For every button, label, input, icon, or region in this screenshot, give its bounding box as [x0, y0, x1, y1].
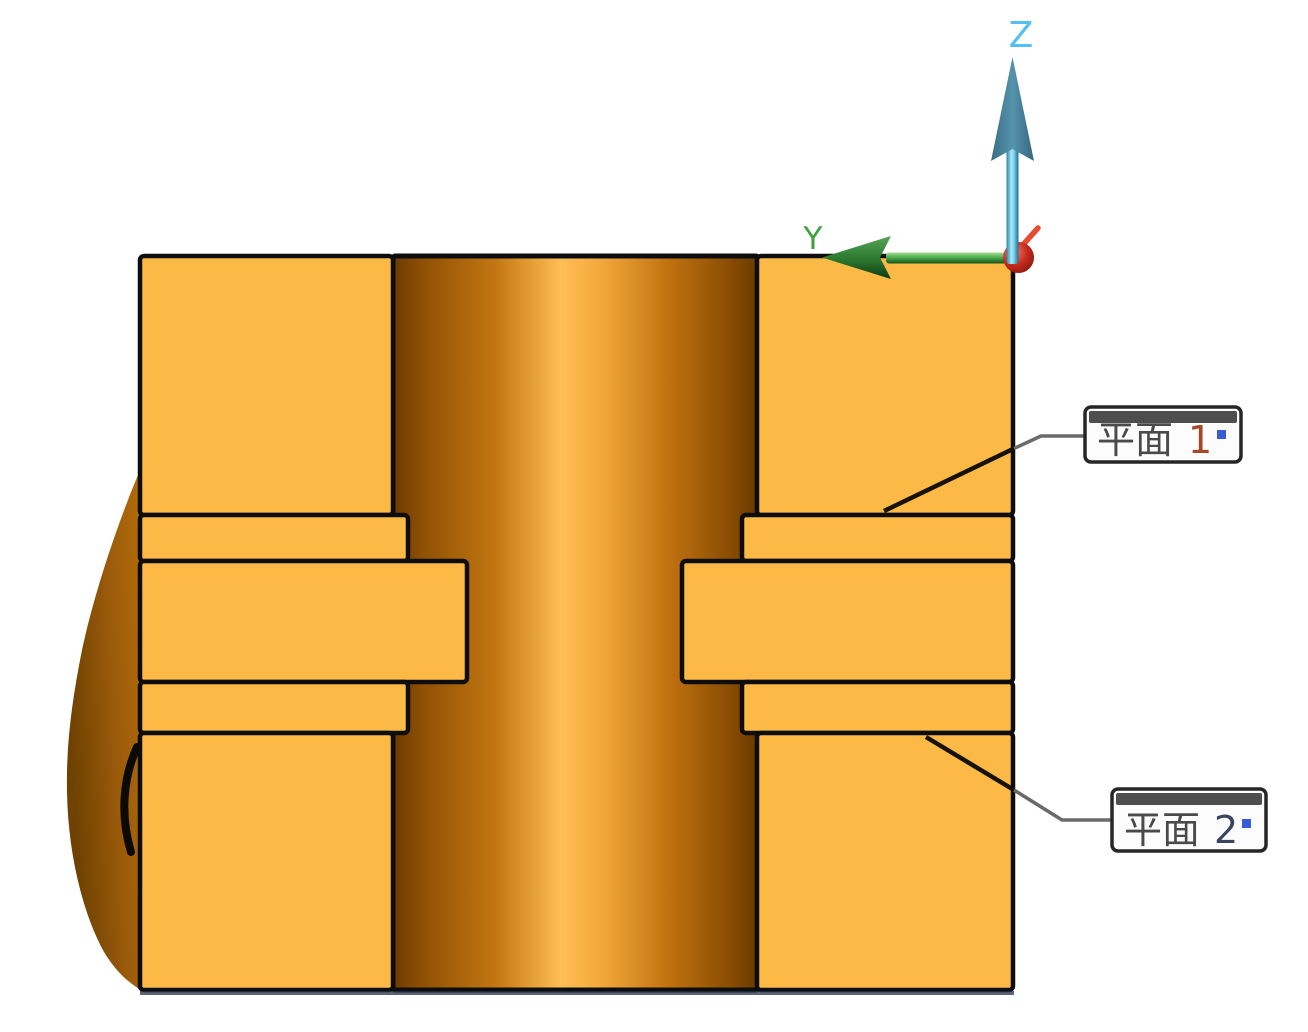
y-axis-arrow[interactable] — [822, 236, 1012, 279]
right-lower-groove-strip[interactable] — [739, 679, 1016, 736]
z-axis-label: Z — [1009, 15, 1034, 56]
plane-2-callout-title-bar — [1116, 793, 1262, 805]
left-lower-groove-strip[interactable] — [137, 679, 411, 736]
part-outer-cylindrical-surface[interactable] — [66, 468, 141, 990]
callout-leader-line-1-inner — [883, 446, 1015, 514]
callout-leader-line-2-inner — [924, 735, 1016, 792]
right-flange-tab[interactable] — [679, 558, 1016, 685]
y-axis-shaft — [886, 252, 1012, 264]
z-axis-arrow[interactable] — [991, 57, 1034, 264]
plane-2-callout[interactable]: 平面 2 — [1110, 787, 1268, 853]
left-lower-body-face[interactable] — [137, 730, 396, 993]
coordinate-triad: Z Y — [803, 15, 1041, 279]
plane-1-callout-title-bar — [1089, 411, 1237, 423]
z-axis-shaft — [1006, 148, 1019, 264]
left-flange-tab[interactable] — [137, 558, 470, 685]
y-axis-arrowhead — [822, 236, 891, 279]
callout-leader-line-2 — [1013, 788, 1113, 822]
z-axis-arrowhead — [991, 57, 1034, 161]
y-axis-label: Y — [803, 221, 823, 257]
right-upper-groove-strip[interactable] — [739, 512, 1016, 564]
right-lower-body-face[interactable] — [754, 730, 1016, 993]
plane-2-marker-icon — [1242, 819, 1251, 828]
plane-2-callout-text: 平面 2 — [1124, 808, 1238, 852]
plane-1-callout-text: 平面 1 — [1097, 418, 1212, 462]
callout-leader-line-1 — [1013, 434, 1086, 451]
left-upper-body-face[interactable] — [137, 253, 396, 518]
left-upper-groove-strip[interactable] — [137, 512, 411, 564]
plane-1-marker-icon — [1217, 430, 1226, 439]
plane-1-callout[interactable]: 平面 1 — [1083, 405, 1243, 464]
right-upper-body-face[interactable] — [754, 253, 1016, 518]
silhouette-edge-arc — [120, 743, 141, 856]
